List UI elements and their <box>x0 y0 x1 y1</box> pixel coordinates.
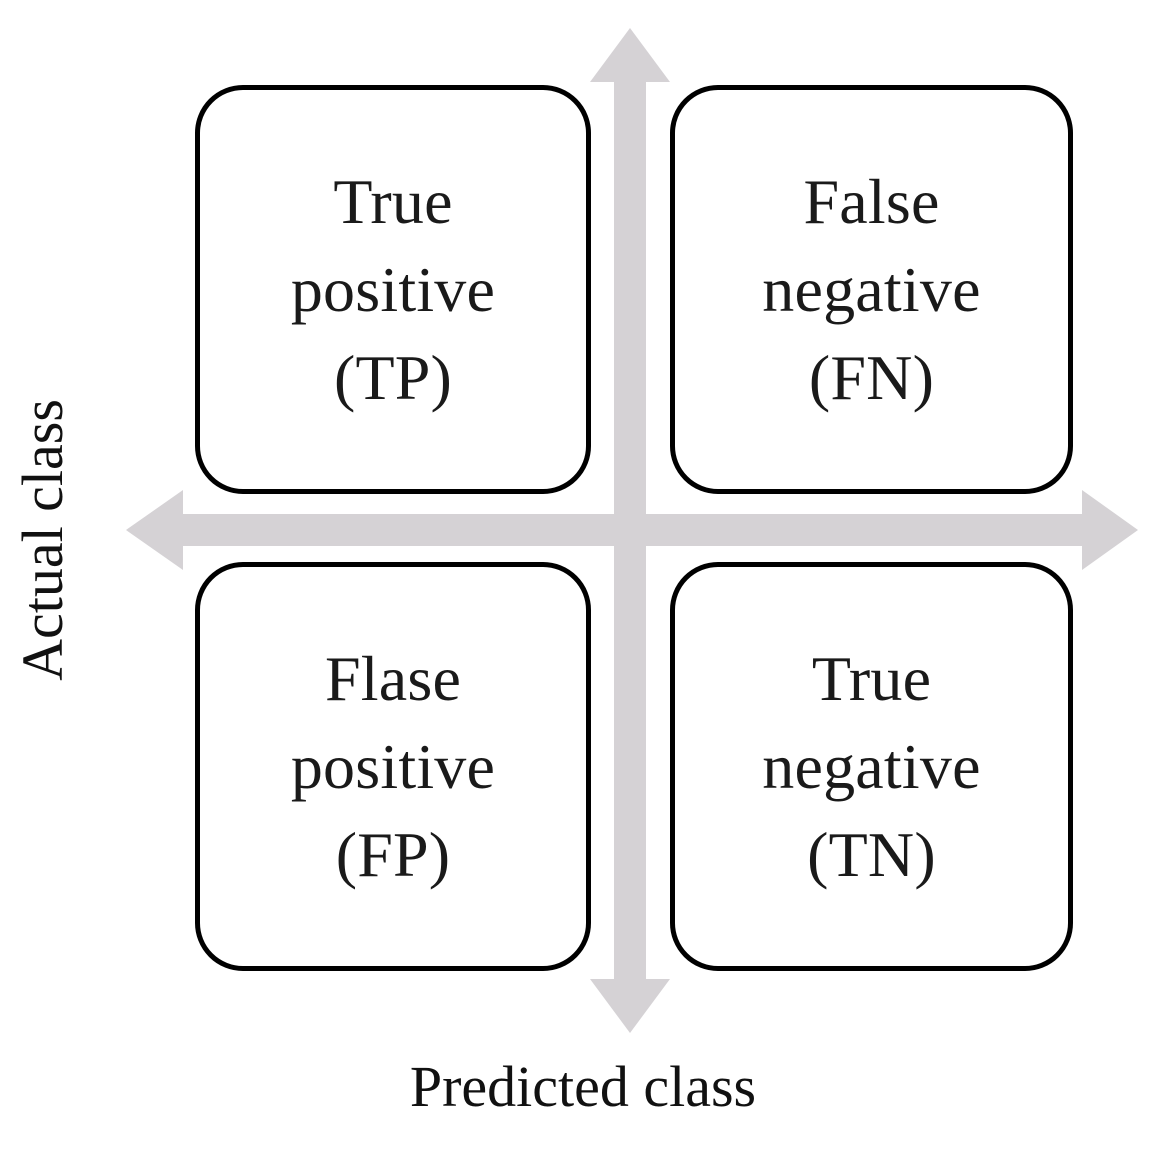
y-axis-label-text: Actual class <box>10 399 75 681</box>
quadrant-line: (TP) <box>333 341 453 413</box>
quadrant-line: (FN) <box>808 341 935 413</box>
quadrant-false-negative: False negative (FN) <box>670 85 1073 494</box>
quadrant-line: (FP) <box>335 818 451 890</box>
quadrant-line: positive <box>290 253 496 325</box>
quadrant-line: negative <box>762 730 981 802</box>
double-headed-arrow-vertical-icon <box>590 28 670 1033</box>
quadrant-line: True <box>333 165 453 237</box>
quadrant-line: Flase <box>324 642 462 714</box>
quadrant-line: (TN) <box>807 818 936 890</box>
quadrant-line: positive <box>290 730 496 802</box>
x-axis-label-text: Predicted class <box>409 1054 757 1119</box>
y-axis-label: Actual class <box>0 340 86 740</box>
quadrant-true-positive: True positive (TP) <box>195 85 591 494</box>
quadrant-line: True <box>811 642 932 714</box>
quadrant-line: False <box>803 165 940 237</box>
x-axis-label: Predicted class <box>0 1058 1166 1116</box>
quadrant-line: negative <box>762 253 981 325</box>
quadrant-false-positive: Flase positive (FP) <box>195 562 591 971</box>
quadrant-true-negative: True negative (TN) <box>670 562 1073 971</box>
double-headed-arrow-horizontal-icon <box>126 490 1138 570</box>
